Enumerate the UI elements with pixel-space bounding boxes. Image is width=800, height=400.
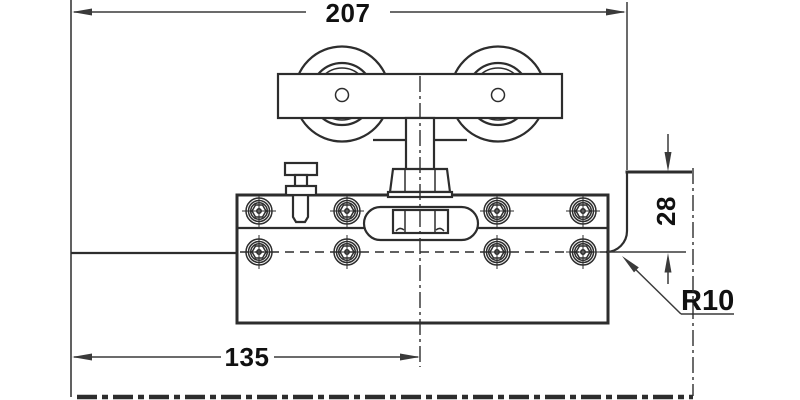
dimension-total-width: 207 bbox=[72, 0, 628, 170]
adjustment-bolt bbox=[283, 161, 319, 224]
dimension-label-135: 135 bbox=[225, 342, 270, 372]
dimension-left-offset: 135 bbox=[72, 342, 420, 372]
radius-label-R10: R10 bbox=[681, 285, 734, 317]
dimension-drop-height: 28 bbox=[651, 134, 681, 284]
dimension-label-207: 207 bbox=[326, 0, 371, 28]
bar-hole-left bbox=[334, 87, 350, 103]
dimension-label-28: 28 bbox=[651, 196, 681, 226]
bar-hole-right bbox=[490, 87, 506, 103]
radius-callout: R10 bbox=[622, 256, 734, 317]
